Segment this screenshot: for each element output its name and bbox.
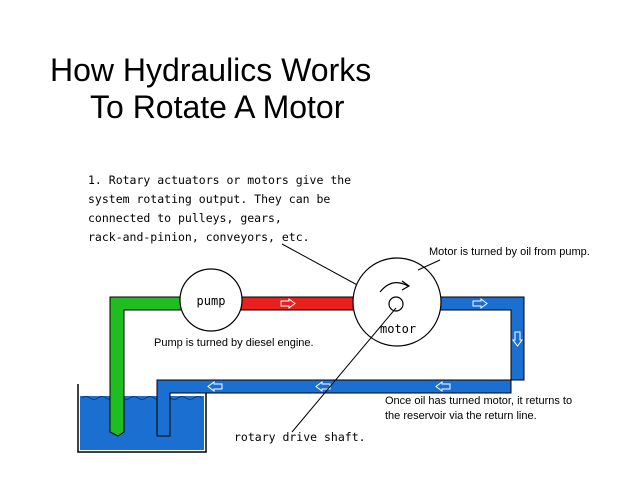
motor-label: motor	[380, 322, 416, 336]
motor-annotation-leader	[417, 259, 441, 271]
reservoir	[77, 384, 207, 453]
flow-arrow-icon	[207, 381, 223, 392]
pressure-line	[240, 296, 357, 311]
title-line-2: To Rotate A Motor	[90, 89, 345, 125]
motor-shaft	[388, 296, 404, 312]
motor: motor	[352, 257, 442, 347]
flow-arrow-icon	[280, 298, 296, 309]
description-line-1: 1. Rotary actuators or motors give the	[88, 173, 351, 187]
rotation-arrow-icon	[379, 282, 409, 293]
flow-arrow-icon	[435, 381, 451, 392]
pump-annotation: Pump is turned by diesel engine.	[154, 337, 314, 349]
pump: pump	[179, 268, 243, 332]
title-line-1: How Hydraulics Works	[50, 52, 372, 88]
description-line-4: rack-and-pinion, conveyors, etc.	[88, 230, 310, 244]
return-annotation-line-1: Once oil has turned motor, it returns to	[385, 395, 572, 407]
motor-annotation: Motor is turned by oil from pump.	[429, 246, 590, 258]
description-text: 1. Rotary actuators or motors give the s…	[88, 173, 351, 244]
return-annotation-line-2: the reservoir via the return line.	[385, 410, 537, 422]
reservoir-tank	[77, 384, 207, 453]
shaft-label: rotary drive shaft.	[234, 430, 366, 444]
flow-arrow-icon	[472, 298, 488, 309]
rotation-arrowhead-icon	[401, 280, 411, 291]
reservoir-oil	[80, 396, 204, 450]
oil-surface	[81, 396, 203, 400]
description-line-2: system rotating output. They can be	[88, 192, 330, 206]
description-line-3: connected to pulleys, gears,	[88, 211, 282, 225]
pump-label: pump	[197, 294, 226, 308]
return-line	[156, 296, 525, 437]
flow-arrow-icon	[512, 331, 523, 347]
slide-title: How Hydraulics Works To Rotate A Motor	[50, 52, 371, 126]
shaft-leader-line	[291, 307, 397, 433]
